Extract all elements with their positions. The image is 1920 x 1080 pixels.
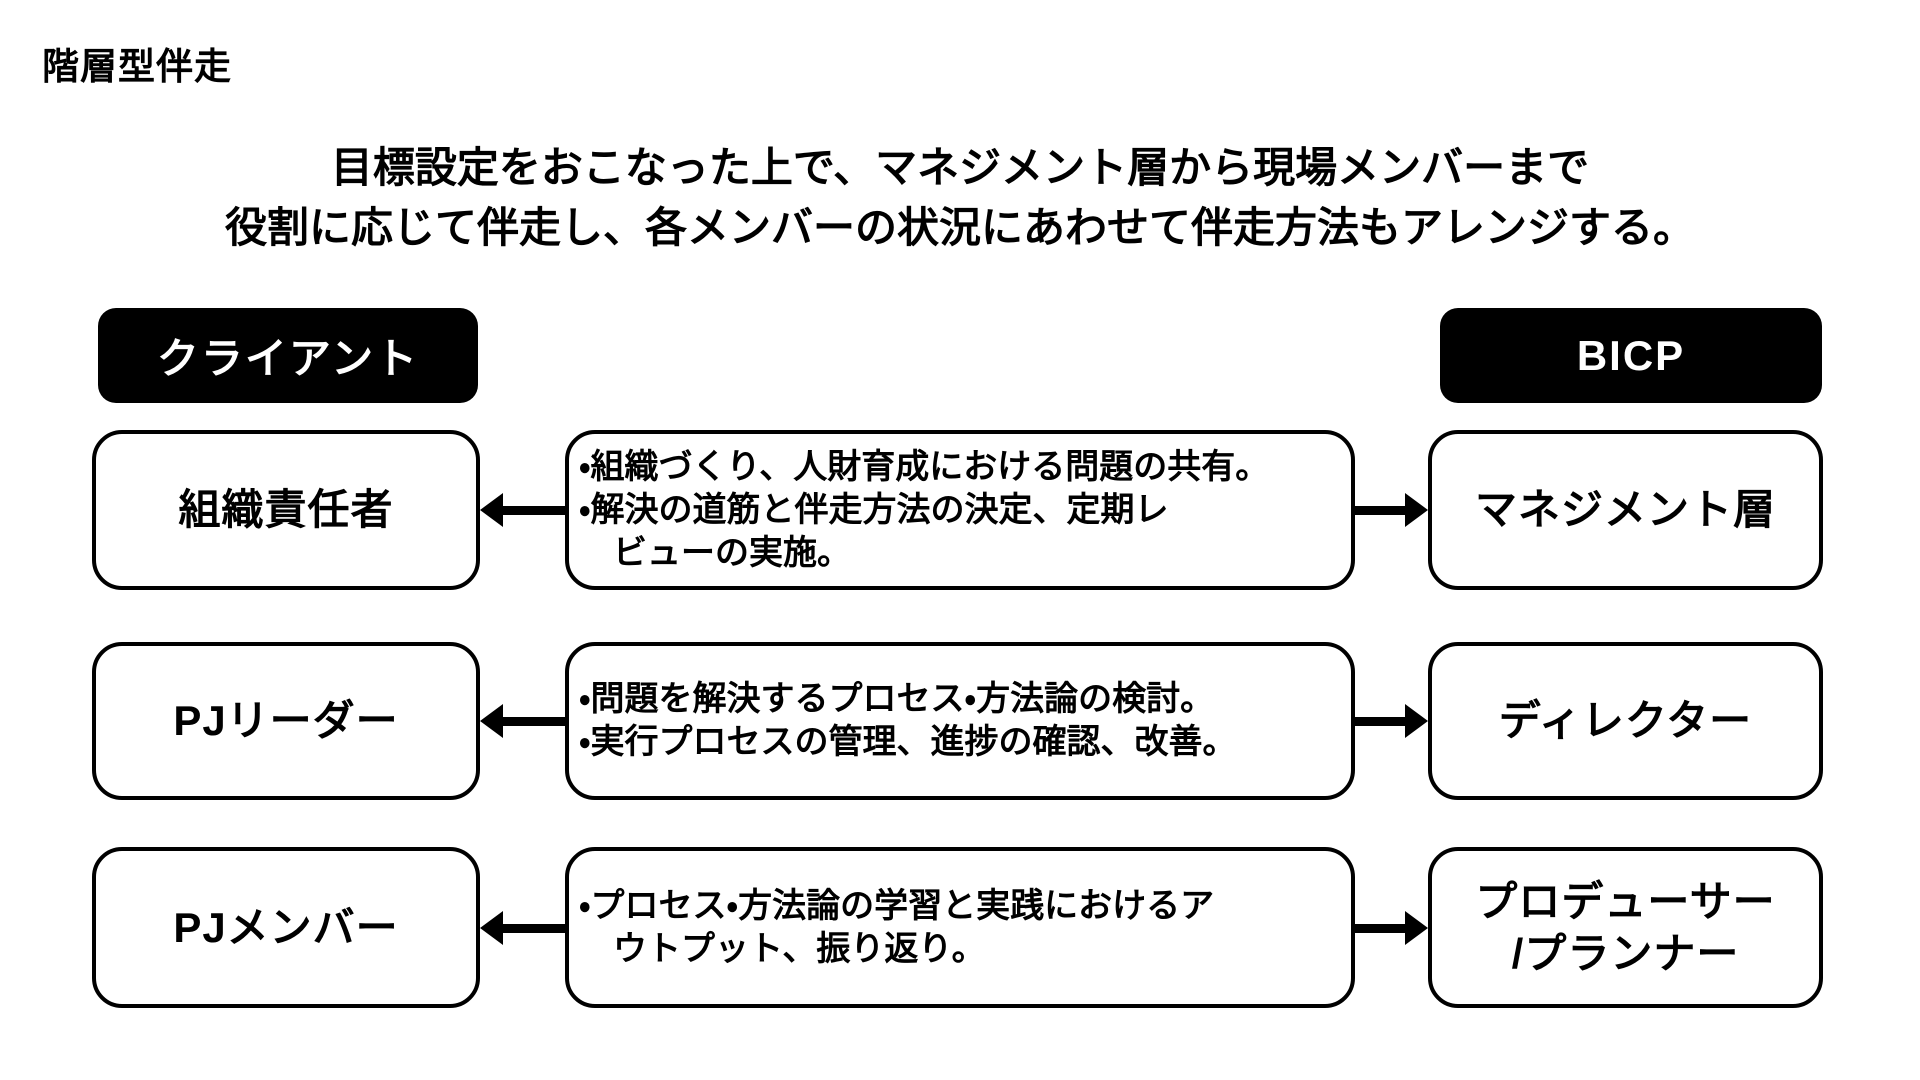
- client-role-box-row1: 組織責任者: [92, 430, 480, 590]
- bicp-header-label: BICP: [1576, 331, 1686, 379]
- left-arrow-icon-row1: [480, 492, 565, 528]
- client-header-label: クライアント: [156, 335, 420, 382]
- arrowhead-right-icon: [1405, 704, 1428, 738]
- bicp-role-label-row1: マネジメント層: [1474, 486, 1776, 534]
- arrow-shaft: [503, 923, 565, 933]
- bullet-item: ・問題を解決するプロセス・方法論の検討。: [579, 680, 1215, 718]
- bullet-item: ・実行プロセスの管理、進捗の確認、改善。: [579, 723, 1237, 761]
- activity-content-row2: ・問題を解決するプロセス・方法論の検討。 ・実行プロセスの管理、進捗の確認、改善…: [569, 678, 1351, 764]
- activity-box-row1: ・組織づくり、人財育成における問題の共有。 ・解決の道筋と伴走方法の決定、定期レ…: [565, 430, 1355, 590]
- bicp-role-label-row2: ディレクター: [1498, 697, 1753, 745]
- arrow-shaft: [503, 505, 565, 515]
- arrow-shaft: [1355, 716, 1405, 726]
- subtitle-line-2: 役割に応じて伴走し、各メンバーの状況にあわせて伴走方法もアレンジする。: [224, 204, 1695, 251]
- client-role-label-row3: PJメンバー: [173, 903, 399, 951]
- right-arrow-icon-row2: [1355, 703, 1428, 739]
- client-role-label-row2: PJリーダー: [173, 697, 399, 745]
- page-title: 階層型伴走: [42, 46, 232, 87]
- client-header-box: クライアント: [98, 308, 478, 403]
- slide-subtitle: 目標設定をおこなった上で、マネジメント層から現場メンバーまで 役割に応じて伴走し…: [0, 138, 1920, 258]
- arrow-shaft: [1355, 923, 1405, 933]
- client-role-box-row2: PJリーダー: [92, 642, 480, 800]
- bullet-item: ・組織づくり、人財育成における問題の共有。: [579, 447, 1270, 486]
- bicp-header-box: BICP: [1440, 308, 1822, 403]
- right-arrow-icon-row3: [1355, 910, 1428, 946]
- arrowhead-right-icon: [1405, 493, 1428, 527]
- left-arrow-icon-row2: [480, 703, 565, 739]
- bullet-item: ・解決の道筋と伴走方法の決定、定期レ ビューの実施。: [579, 490, 1169, 572]
- arrowhead-left-icon: [480, 911, 503, 945]
- client-role-box-row3: PJメンバー: [92, 847, 480, 1008]
- arrow-shaft: [1355, 505, 1405, 515]
- arrowhead-left-icon: [480, 704, 503, 738]
- activity-box-row3: ・プロセス・方法論の学習と実践におけるア ウトプット、振り返り。: [565, 847, 1355, 1008]
- arrowhead-left-icon: [480, 493, 503, 527]
- right-arrow-icon-row1: [1355, 492, 1428, 528]
- bicp-role-label-row3: プロデューサー /プランナー: [1475, 878, 1776, 977]
- activity-content-row1: ・組織づくり、人財育成における問題の共有。 ・解決の道筋と伴走方法の決定、定期レ…: [569, 446, 1351, 575]
- bullet-item: ・プロセス・方法論の学習と実践におけるア ウトプット、振り返り。: [579, 886, 1215, 968]
- bicp-role-box-row2: ディレクター: [1428, 642, 1823, 800]
- left-arrow-icon-row3: [480, 910, 565, 946]
- activity-content-row3: ・プロセス・方法論の学習と実践におけるア ウトプット、振り返り。: [569, 885, 1351, 971]
- arrow-shaft: [503, 716, 565, 726]
- client-role-label-row1: 組織責任者: [178, 486, 394, 534]
- bicp-role-box-row1: マネジメント層: [1428, 430, 1823, 590]
- bicp-role-box-row3: プロデューサー /プランナー: [1428, 847, 1823, 1008]
- subtitle-line-1: 目標設定をおこなった上で、マネジメント層から現場メンバーまで: [330, 144, 1590, 191]
- arrowhead-right-icon: [1405, 911, 1428, 945]
- activity-box-row2: ・問題を解決するプロセス・方法論の検討。 ・実行プロセスの管理、進捗の確認、改善…: [565, 642, 1355, 800]
